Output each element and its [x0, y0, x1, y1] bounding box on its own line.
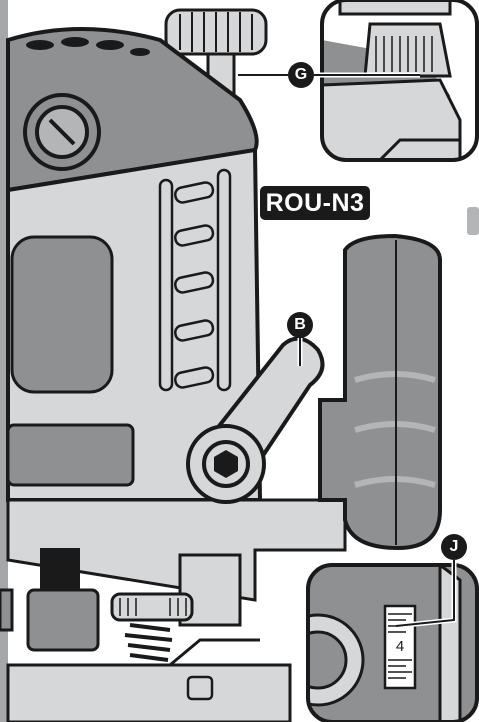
motor-dome — [6, 27, 259, 193]
callout-b: B — [287, 312, 313, 338]
depth-scale-number: 4 — [395, 638, 405, 655]
detail-inset-g — [320, 0, 479, 162]
callout-g: G — [288, 62, 314, 88]
left-edge-strip — [0, 0, 8, 722]
right-handle — [318, 233, 442, 551]
locking-lever — [186, 336, 325, 504]
main-housing — [6, 147, 263, 502]
detail-inset-j — [306, 563, 479, 722]
right-edge-tab — [467, 207, 479, 235]
model-label: ROU-N3 — [260, 186, 370, 220]
callout-j: J — [441, 534, 467, 560]
base-assembly — [0, 498, 347, 722]
leader-lines — [238, 72, 457, 629]
